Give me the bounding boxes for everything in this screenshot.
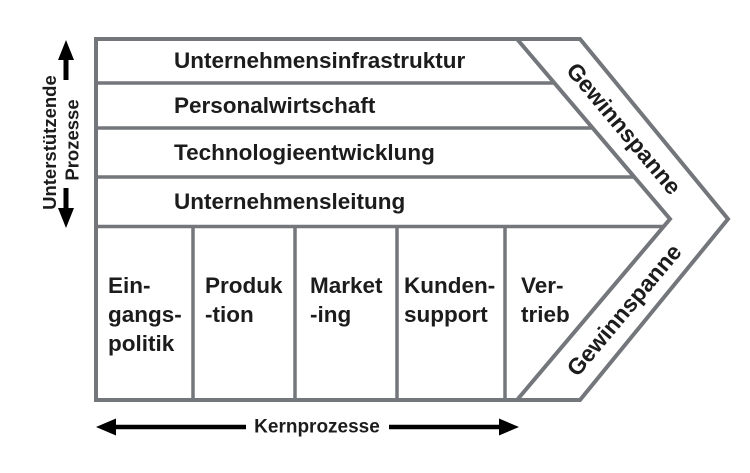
support-axis-label: Unterstützende Prozesse bbox=[39, 70, 83, 210]
margin-band-inner-border bbox=[515, 37, 673, 402]
primary-column-label: Kunden- support bbox=[404, 273, 502, 327]
support-row-label: Personalwirtschaft bbox=[174, 93, 376, 118]
support-row-label: Unternehmensinfrastruktur bbox=[174, 48, 466, 73]
primary-column-label: Produk -tion bbox=[205, 273, 289, 327]
primary-column-label: Ein- gangs- politik bbox=[108, 273, 188, 356]
core-process-label: Kernprozesse bbox=[254, 417, 380, 438]
primary-column-label: Market -ing bbox=[310, 273, 389, 327]
support-axis-up-arrow-icon bbox=[58, 40, 74, 80]
support-row-label: Unternehmensleitung bbox=[174, 189, 405, 214]
core-process-arrow-icon bbox=[96, 418, 519, 436]
support-row-label: Technologieentwicklung bbox=[174, 140, 435, 165]
primary-column-label: Ver- trieb bbox=[521, 273, 570, 327]
support-axis-down-arrow-icon bbox=[58, 188, 74, 228]
